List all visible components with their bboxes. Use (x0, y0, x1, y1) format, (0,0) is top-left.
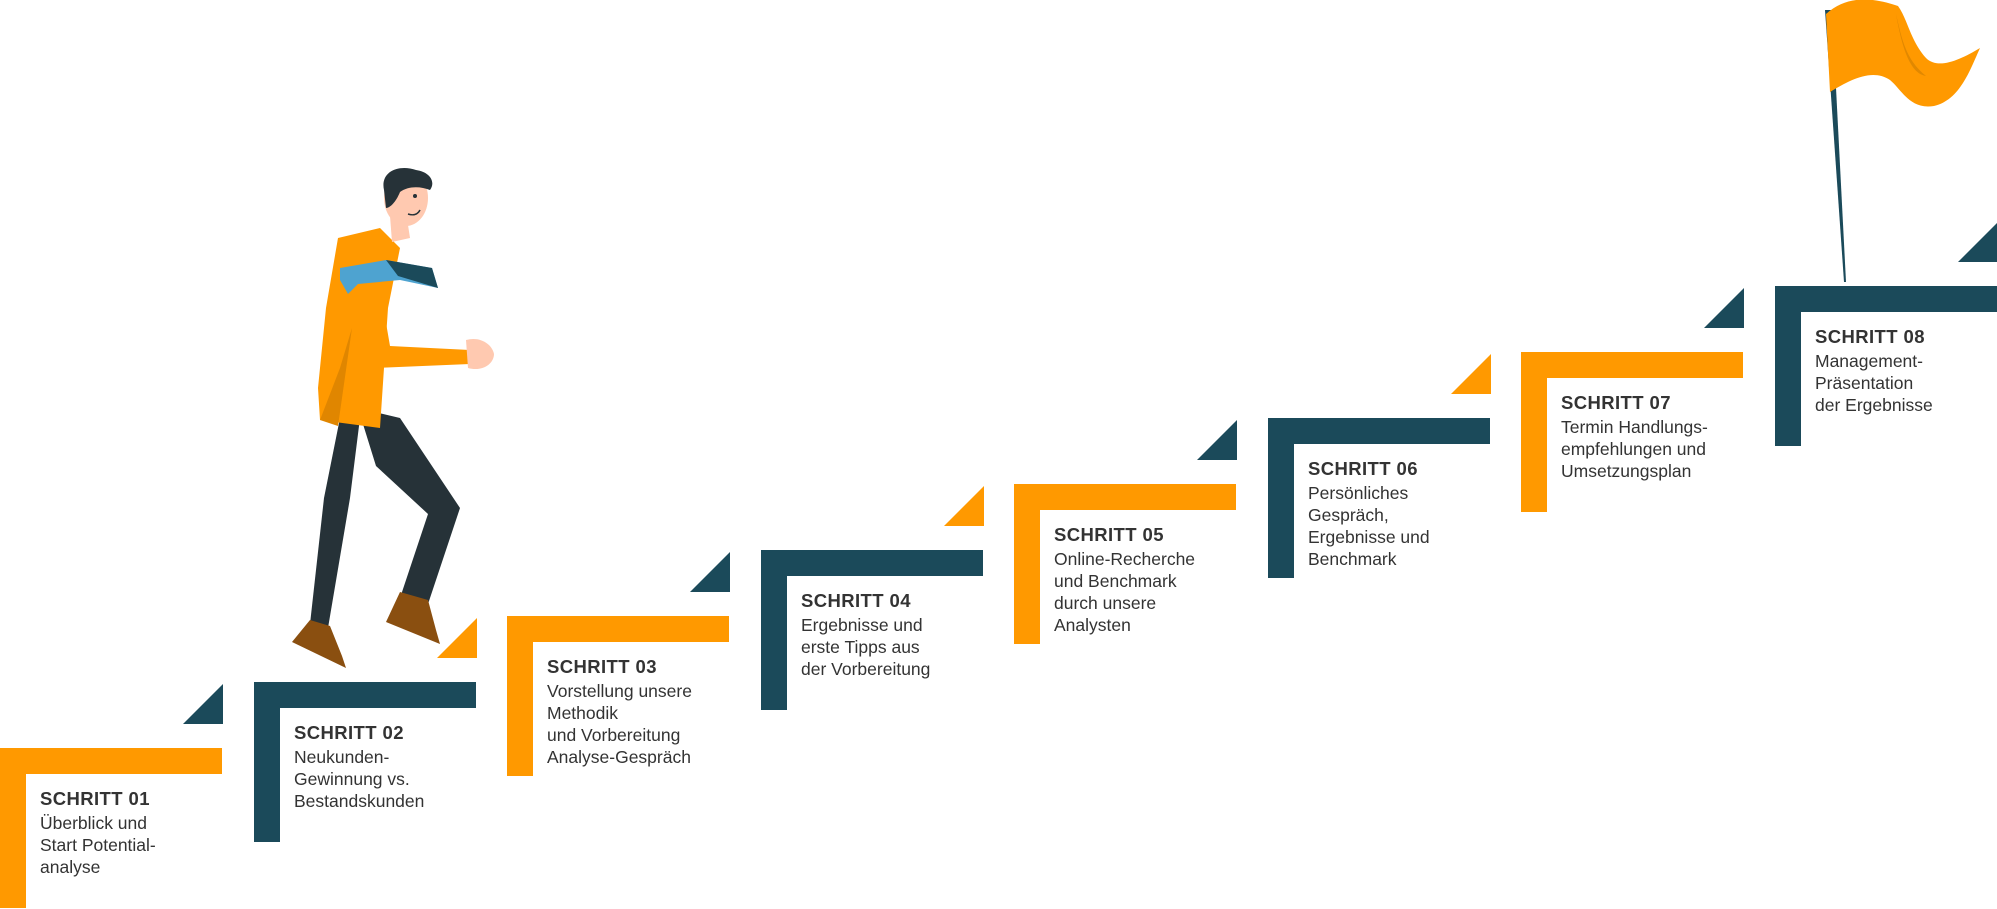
step-bar-vertical (1014, 484, 1040, 644)
step-bar-horizontal (507, 616, 729, 642)
step-bar-horizontal (761, 550, 983, 576)
step-bar-horizontal (1521, 352, 1743, 378)
step-bar-vertical (254, 682, 280, 842)
step-description: Neukunden- Gewinnung vs. Bestandskunden (294, 746, 484, 812)
step-title: SCHRITT 05 (1054, 524, 1244, 546)
step-description: Überblick und Start Potential- analyse (40, 812, 230, 878)
step-corner-triangle (1451, 354, 1491, 394)
step-corner-triangle (183, 684, 223, 724)
step-bar-horizontal (1268, 418, 1490, 444)
step-bar-vertical (0, 748, 26, 908)
step-title: SCHRITT 07 (1561, 392, 1751, 414)
step-description: Ergebnisse und erste Tipps aus der Vorbe… (801, 614, 991, 680)
step-description: Management- Präsentation der Ergebnisse (1815, 350, 1997, 416)
step-title: SCHRITT 06 (1308, 458, 1498, 480)
step-description: Persönliches Gespräch, Ergebnisse und Be… (1308, 482, 1498, 570)
step-description: Termin Handlungs- empfehlungen und Umset… (1561, 416, 1751, 482)
step-title: SCHRITT 02 (294, 722, 484, 744)
step-bar-vertical (1521, 352, 1547, 512)
step-bar-vertical (1775, 286, 1801, 446)
step-corner-triangle (1704, 288, 1744, 328)
step-title: SCHRITT 08 (1815, 326, 1997, 348)
step-bar-vertical (507, 616, 533, 776)
step-title: SCHRITT 01 (40, 788, 230, 810)
step-corner-triangle (1197, 420, 1237, 460)
step-description: Online-Recherche und Benchmark durch uns… (1054, 548, 1244, 636)
step-bar-horizontal (254, 682, 476, 708)
step-bar-horizontal (0, 748, 222, 774)
step-corner-triangle (690, 552, 730, 592)
step-corner-triangle (1958, 222, 1997, 262)
step-description: Vorstellung unsere Methodik und Vorberei… (547, 680, 737, 768)
step-bar-horizontal (1014, 484, 1236, 510)
step-corner-triangle (437, 618, 477, 658)
running-businessman-illustration (280, 168, 520, 668)
step-title: SCHRITT 04 (801, 590, 991, 612)
step-bar-horizontal (1775, 286, 1997, 312)
step-bar-vertical (761, 550, 787, 710)
step-corner-triangle (944, 486, 984, 526)
step-bar-vertical (1268, 418, 1294, 578)
step-title: SCHRITT 03 (547, 656, 737, 678)
